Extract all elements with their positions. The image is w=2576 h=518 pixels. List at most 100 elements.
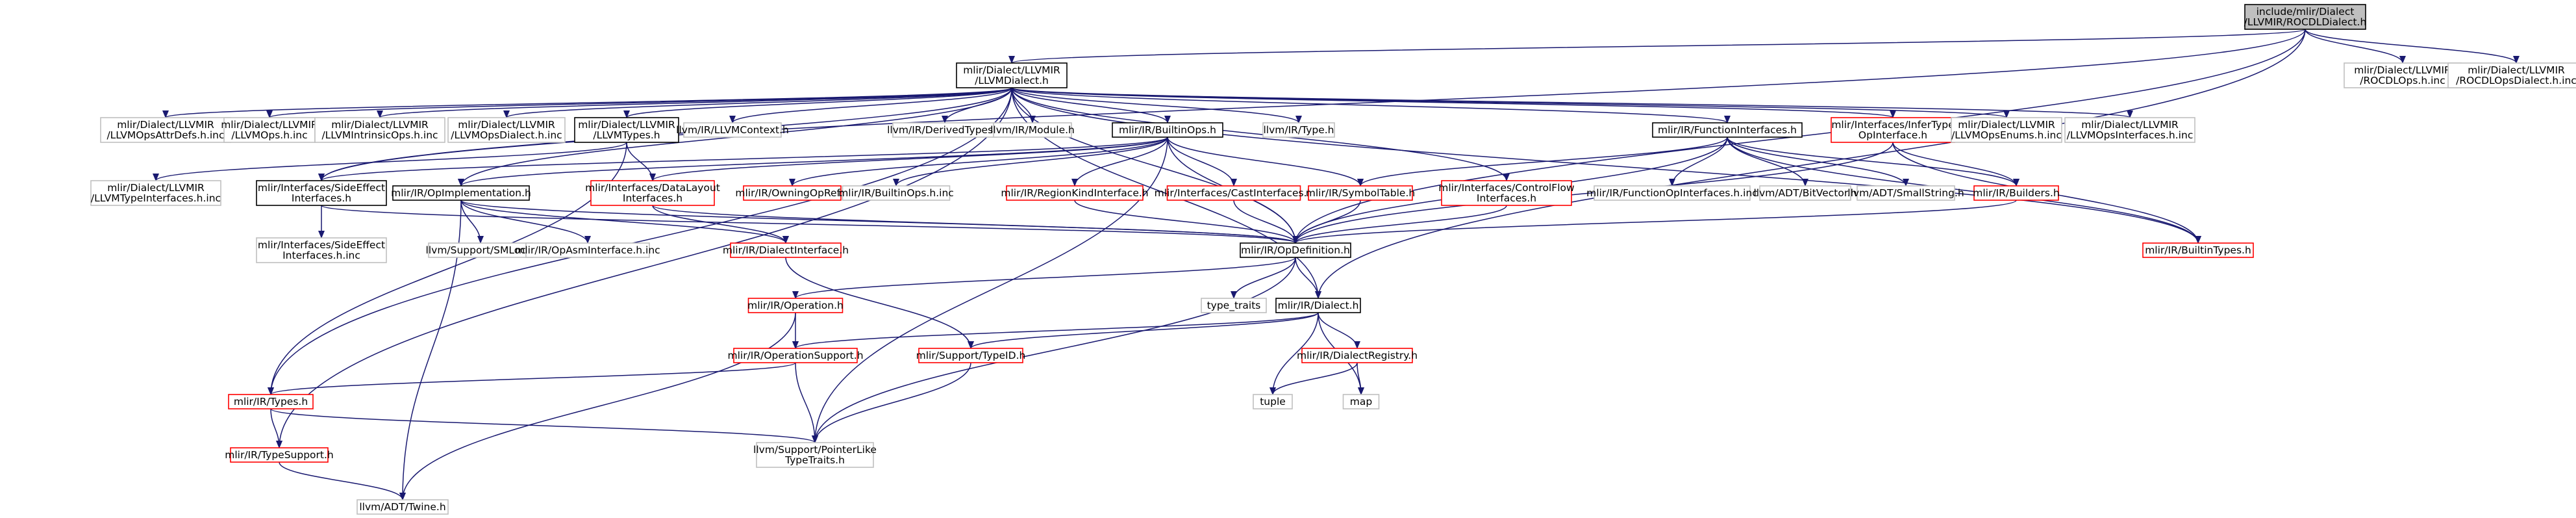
node-typeid: mlir/Support/TypeID.h: [916, 348, 1025, 363]
node-opdefinition[interactable]: mlir/IR/OpDefinition.h: [1240, 242, 1351, 258]
node-label: /ROCDLOps.h.inc: [2360, 75, 2445, 86]
node-label: mlir/Dialect/LLVMIR: [331, 119, 429, 131]
node-owningopref: mlir/IR/OwningOpRef.h: [735, 185, 849, 201]
node-twine: llvm/ADT/Twine.h: [356, 499, 449, 515]
edge-sideeffect-to-opdefinition: [321, 205, 1299, 244]
node-box: [1857, 185, 1955, 201]
node-box: [756, 442, 874, 468]
node-root: include/mlir/Dialect/LLVMIR/ROCDLDialect…: [2244, 4, 2366, 30]
edge-dialectregistry-to-map: [1357, 362, 1364, 395]
edge-irtypes-to-pointerlike: [270, 408, 818, 443]
node-label: Interfaces.h.inc: [282, 250, 360, 261]
node-box: [228, 394, 314, 409]
node-box: [956, 62, 1068, 88]
node-llvmtypes[interactable]: mlir/Dialect/LLVMIR/LLVMTypes.h: [574, 117, 679, 143]
edge-opimpl-to-dialectinterface: [460, 200, 789, 244]
node-box: [1973, 185, 2059, 201]
node-box: [1594, 185, 1751, 201]
node-box: [1342, 394, 1380, 409]
edge-llvmdialect-to-typesupport: [276, 87, 1012, 448]
node-module: llvm/IR/Module.h: [990, 122, 1075, 138]
node-box: [1006, 185, 1144, 201]
node-label: /LLVMTypes.h: [593, 129, 660, 141]
node-builtinops[interactable]: mlir/IR/BuiltinOps.h: [1112, 122, 1223, 138]
edge-irtypes-to-typesupport: [270, 408, 282, 448]
node-label: llvm/IR/Type.h: [1263, 124, 1334, 136]
edge-functioninterfaces-to-builders: [1727, 136, 2020, 187]
node-box: [730, 242, 842, 258]
node-label: llvm/ADT/SmallString.h: [1847, 187, 1964, 199]
node-label: mlir/Dialect/LLVMIR: [1958, 119, 2055, 131]
node-box: [256, 237, 387, 263]
node-box: [2344, 62, 2462, 88]
edge-opdefinition-to-dialect: [1295, 257, 1321, 299]
node-label: mlir/IR/OpAsmInterface.h.inc: [515, 244, 660, 256]
edge-operation-to-twine: [399, 312, 796, 500]
node-box: [1275, 298, 1361, 313]
edge-llvmdialect-to-controlflow: [1011, 87, 1510, 181]
node-label: mlir/Dialect/LLVMIR: [2354, 64, 2451, 76]
edge-functioninterfaces-to-symboltable: [1357, 136, 1728, 187]
node-box: [1831, 117, 1955, 143]
edge-opimpl-to-smloc: [460, 200, 484, 244]
node-label: mlir/IR/BuiltinTypes.h: [2145, 244, 2251, 256]
node-box: [1951, 117, 2062, 143]
node-box: [590, 180, 715, 206]
edge-builtinops-to-sideeffect: [318, 136, 1168, 181]
node-label: mlir/IR/DialectRegistry.h: [1297, 350, 1418, 361]
edge-builtinops-to-pointerlike: [812, 136, 1168, 443]
edge-infertype-to-builders: [1892, 142, 2020, 187]
node-operationsupport: mlir/IR/OperationSupport.h: [727, 348, 864, 363]
node-box: [314, 117, 445, 143]
node-label: tuple: [1260, 396, 1286, 408]
node-label: OpInterface.h: [1858, 129, 1927, 141]
node-label: Interfaces.h: [292, 192, 351, 204]
edge-llvmdialect-to-llvmtypes: [623, 87, 1012, 118]
node-box: [447, 117, 566, 143]
node-dialectinterface: mlir/IR/DialectInterface.h: [723, 242, 849, 258]
node-symboltable: mlir/IR/SymbolTable.h: [1306, 185, 1415, 201]
node-functioninterfaces[interactable]: mlir/IR/FunctionInterfaces.h: [1652, 122, 1803, 138]
node-box: [1301, 348, 1413, 363]
node-opimpl[interactable]: mlir/IR/OpImplementation.h: [391, 185, 531, 201]
node-derivedtypes: llvm/IR/DerivedTypes.h: [887, 122, 1003, 138]
node-label: /LLVMDialect.h: [975, 75, 1049, 86]
edge-datalayout-to-opdefinition: [652, 205, 1299, 244]
node-map: map: [1342, 394, 1380, 409]
node-llvmdialect[interactable]: mlir/Dialect/LLVMIR/LLVMDialect.h: [956, 62, 1068, 88]
node-label: mlir/IR/TypeSupport.h: [225, 449, 334, 461]
node-box: [743, 185, 842, 201]
edge-dialectregistry-to-tuple: [1269, 362, 1358, 395]
node-box: [2244, 4, 2366, 30]
node-box: [525, 242, 650, 258]
edge-opimpl-to-opdefinition: [460, 200, 1299, 244]
node-llvmtypeinterfaces: mlir/Dialect/LLVMIR/LLVMTypeInterfaces.h…: [90, 180, 221, 206]
node-irtypes: mlir/IR/Types.h: [228, 394, 314, 409]
node-llvmtype: llvm/IR/Type.h: [1262, 122, 1335, 138]
node-llvmcontext: llvm/IR/LLVMContext.h: [676, 122, 789, 138]
node-label: mlir/IR/SymbolTable.h: [1306, 187, 1415, 199]
edge-typesupport-to-twine: [279, 461, 406, 500]
edge-opimpl-to-opasminterface: [460, 200, 591, 244]
edge-builders-to-opdefinition: [1292, 200, 2017, 244]
node-box: [1262, 122, 1335, 138]
node-box: [356, 499, 449, 515]
edge-controlflow-to-opdefinition: [1292, 205, 1507, 244]
node-tuple: tuple: [1253, 394, 1293, 409]
edge-builtinops-to-builtinopsinc: [893, 136, 1168, 187]
node-label: mlir/Interfaces/SideEffect: [258, 239, 385, 251]
node-box: [733, 348, 858, 363]
node-label: mlir/IR/Types.h: [234, 396, 308, 408]
node-llvmopsattrdefs: mlir/Dialect/LLVMIR/LLVMOpsAttrDefs.h.in…: [100, 117, 231, 143]
node-dialect[interactable]: mlir/IR/Dialect.h: [1275, 298, 1361, 313]
node-box: [2064, 117, 2195, 143]
edge-llvmdialect-to-functioninterfaces: [1011, 87, 1731, 123]
edge-datalayout-to-dialectinterface: [652, 205, 789, 244]
node-label: mlir/IR/OpImplementation.h: [391, 187, 531, 199]
node-label: mlir/IR/Builders.h: [1973, 187, 2060, 199]
node-label: mlir/IR/RegionKindInterface.h: [1001, 187, 1148, 199]
edge-root-to-rocdlopsdialect: [2305, 29, 2520, 64]
node-label: mlir/Dialect/LLVMIR: [221, 119, 318, 131]
